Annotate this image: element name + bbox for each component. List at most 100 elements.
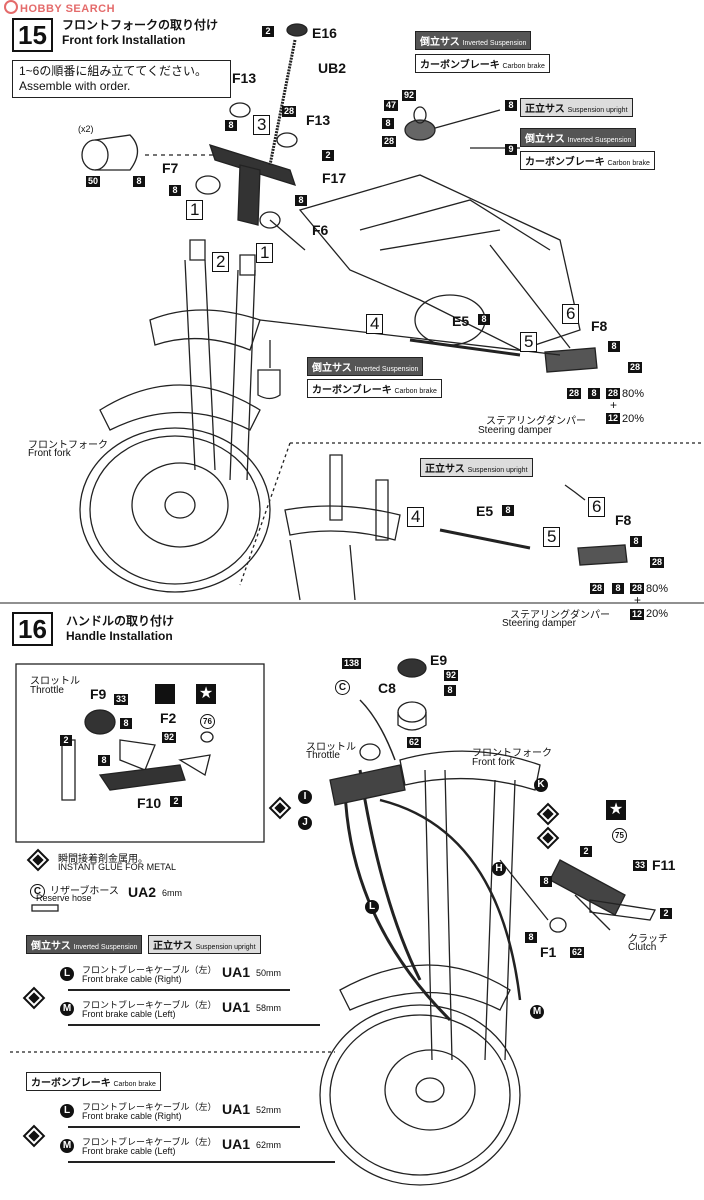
part-num: 8 [444,685,456,696]
part-num: 8 [630,536,642,547]
part-f1: F1 [540,944,557,960]
part-e16: E16 [312,25,337,41]
assembly-order-note: 1~6の順番に組み立ててください。 Assemble with order. [12,60,231,98]
glue-label-en: INSTANT GLUE FOR METAL [58,862,177,872]
part-f13-right: F13 [306,112,331,128]
cable-row: M フロントブレーキケーブル（左） Front brake cable (Lef… [60,1135,320,1156]
part-num: 8 [588,388,600,399]
part-num: 28 [628,362,643,373]
part-num: 2 [322,150,334,161]
tag-inverted-suspension: 倒立サス Inverted Suspension [26,935,143,954]
part-num: 62 [407,737,422,748]
tag-inverted-suspension: 倒立サス Inverted Suspension [520,128,637,147]
part-num: 28 [590,583,605,594]
part-num: 8 [225,120,237,131]
part-num: 2 [580,846,592,857]
cable-row: L フロントブレーキケーブル（左） Front brake cable (Rig… [60,1100,320,1121]
part-num: 2 [60,735,72,746]
throttle-label-jp: スロットル [306,742,356,753]
ratio-20: 20% [646,608,669,620]
part-e5-lower: E5 [476,503,494,519]
part-num: 8 [295,195,307,206]
part-f10: F10 [137,795,162,811]
cable-row: L フロントブレーキケーブル（左） Front brake cable (Rig… [60,963,320,984]
part-f6: F6 [312,222,329,238]
part-num: 8 [169,185,181,196]
tag-inverted-suspension: 倒立サス Inverted Suspension [415,31,532,50]
part-num: 92 [402,90,417,101]
part-num: 28 [630,583,645,594]
cable-row: M フロントブレーキケーブル（左） Front brake cable (Lef… [60,998,320,1019]
step16-title-en: Handle Installation [66,629,173,643]
part-num: 8 [478,314,490,325]
part-f7: F7 [162,160,179,176]
part-num-circle: 75 [612,828,627,843]
throttle-label-en: Throttle [306,750,340,761]
star-icon: ★ [606,800,626,820]
order-step-6: 6 [562,304,580,324]
part-num: 47 [384,100,399,111]
front-fork-label-jp: フロントフォーク [28,440,108,451]
tag-inverted-suspension: 倒立サス Inverted Suspension [307,357,424,376]
glue-label-jp: 瞬間接着剤金属用。 [58,854,148,865]
part-num: 28 [567,388,582,399]
plus-sign: + [610,398,618,412]
part-num: 8 [382,118,394,129]
part-num: 28 [382,136,397,147]
part-f8: F8 [591,318,608,334]
part-f2: F2 [160,710,177,726]
letter-c-legend: C [30,884,45,899]
clutch-label-en: Clutch [628,942,657,953]
part-f9: F9 [90,686,107,702]
part-f8-lower: F8 [615,512,632,528]
order-step-4: 4 [366,314,384,334]
step15-title-jp: フロントフォークの取り付け [62,18,219,32]
logo-icon [4,0,18,14]
letter-k: K [534,778,548,792]
part-f17: F17 [322,170,347,186]
part-num-circle: 76 [200,714,215,729]
paint-stripe-icon [155,684,175,704]
part-num: 33 [114,694,129,705]
front-fork-label-en: Front fork [28,448,71,459]
damper-label-jp: ステアリングダンパー [510,610,610,621]
ratio-80: 80% [622,388,645,400]
hose-length: 6mm [162,888,182,898]
part-num: 138 [342,658,362,669]
throttle-label-en: Throttle [30,685,64,696]
tag-carbon-brake: カーボンブレーキ Carbon brake [415,54,550,73]
part-num: 8 [120,718,132,729]
clutch-label-jp: クラッチ [628,934,668,945]
letter-c: C [335,680,350,695]
order-step-5: 5 [520,332,538,352]
part-num: 8 [525,932,537,943]
tag-carbon-brake: カーボンブレーキ Carbon brake [307,379,442,398]
part-num: 9 [505,144,517,155]
part-num: 92 [162,732,177,743]
part-num: 8 [608,341,620,352]
part-num: 50 [86,176,101,187]
part-num: 2 [660,908,672,919]
part-num: 28 [282,106,297,117]
part-num: 28 [606,388,621,399]
letter-j: J [298,816,312,830]
ratio-80: 80% [646,583,669,595]
part-num: 8 [540,876,552,887]
part-num: 8 [505,100,517,111]
hose-label-jp: リザーブホース [50,886,119,897]
part-ub2: UB2 [318,60,347,76]
part-e5: E5 [452,313,470,329]
star-icon: ★ [196,684,216,704]
letter-l: L [365,900,379,914]
part-num: 8 [502,505,514,516]
part-f11: F11 [652,857,676,873]
step-number-16: 16 [12,612,53,646]
part-num: 33 [633,860,648,871]
part-num: 12 [606,413,621,424]
letter-m: M [530,1005,544,1019]
plus-sign: + [634,593,642,607]
part-num: 8 [612,583,624,594]
step16-title-jp: ハンドルの取り付け [66,614,175,628]
order-step-1a: 1 [186,200,204,220]
